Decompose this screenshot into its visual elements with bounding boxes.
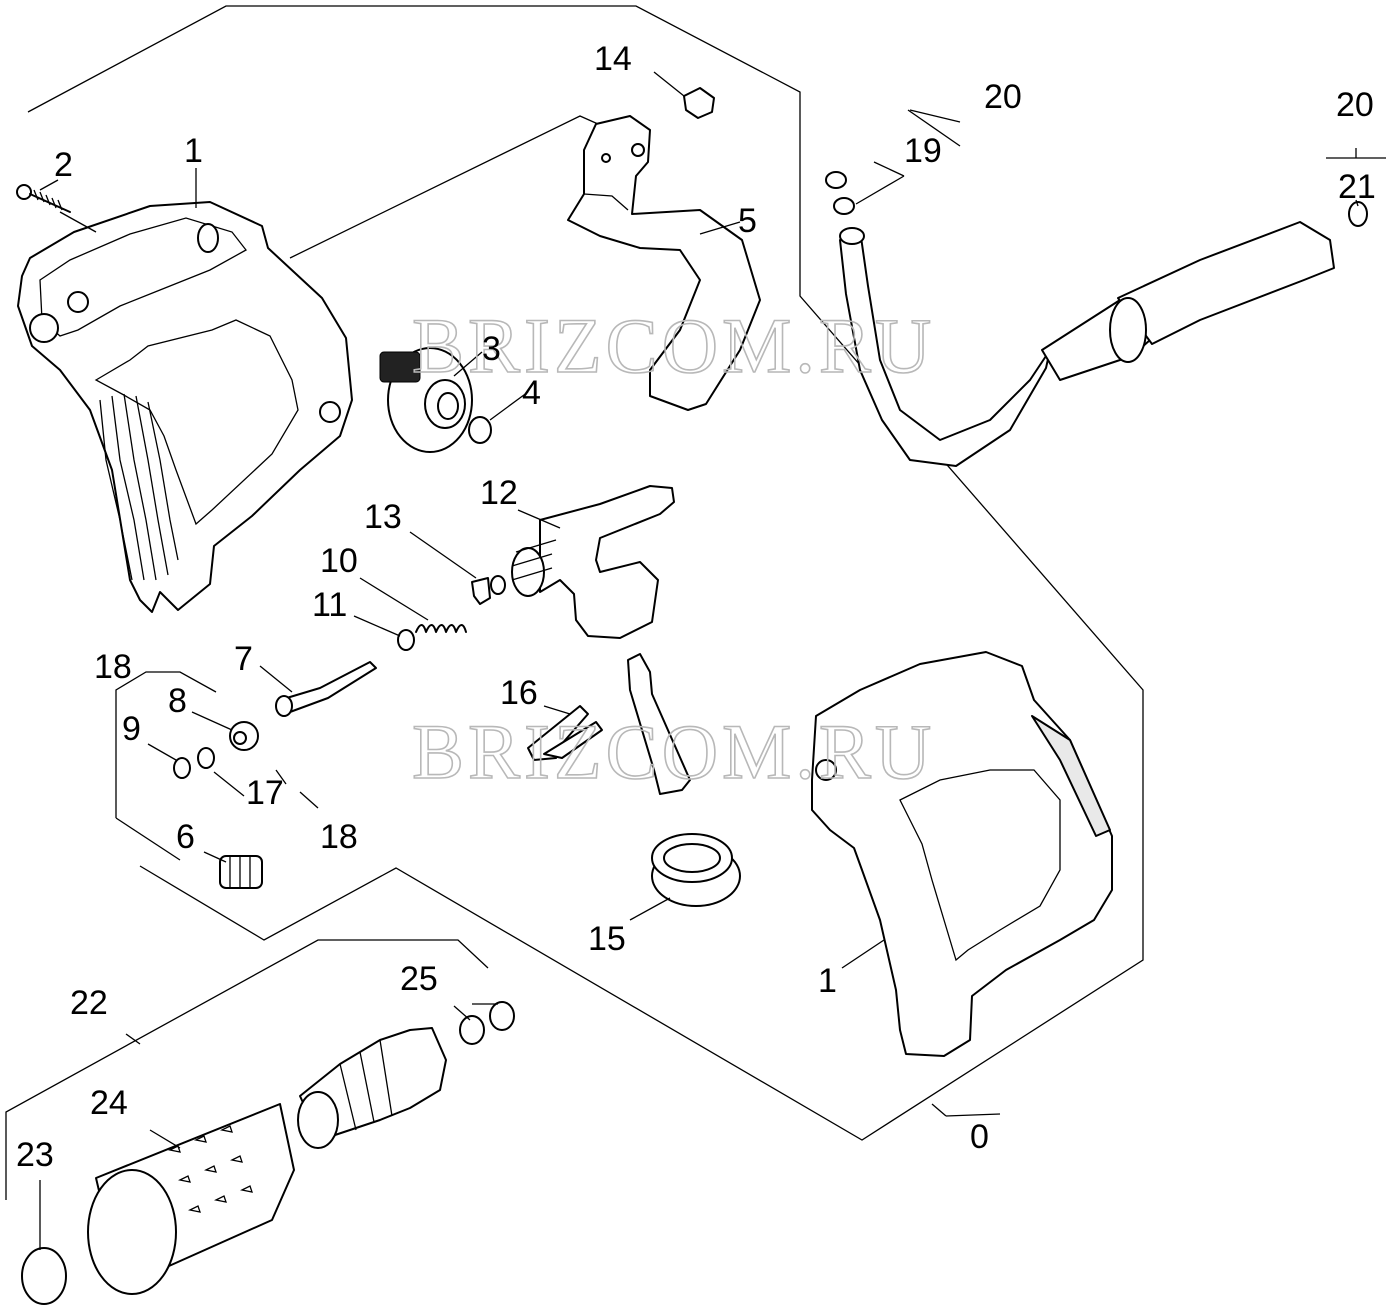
part-23-circlip bbox=[21, 1247, 67, 1305]
label-part-15: 15 bbox=[588, 920, 626, 958]
label-part-14: 14 bbox=[594, 40, 632, 78]
label-part-1: 1 bbox=[184, 132, 203, 170]
part-6-nipple bbox=[219, 855, 263, 889]
part-4-o-ring bbox=[468, 416, 492, 444]
part-5-trigger bbox=[567, 115, 761, 411]
label-part-17: 17 bbox=[246, 774, 284, 812]
label-part-10: 10 bbox=[320, 542, 358, 580]
part-9-ring bbox=[173, 757, 191, 779]
label-part-11: 11 bbox=[312, 586, 347, 624]
label-part-4: 4 bbox=[522, 374, 541, 412]
part-13-clip bbox=[471, 577, 491, 605]
part-19-o-ring bbox=[825, 171, 855, 215]
part-3-gear bbox=[379, 347, 473, 453]
label-part-3: 3 bbox=[482, 330, 501, 368]
label-part-6: 6 bbox=[176, 818, 195, 856]
assembly-frame-18 bbox=[115, 671, 217, 861]
part-8-seal bbox=[229, 721, 259, 751]
part-12-valve-body bbox=[490, 485, 675, 639]
part-17-ring bbox=[197, 747, 215, 769]
label-part-20: 20 bbox=[984, 78, 1022, 116]
label-part-13: 13 bbox=[364, 498, 402, 536]
part-7-valve-stem bbox=[275, 661, 377, 717]
label-part-18-lower: 18 bbox=[320, 818, 358, 856]
label-part-0: 0 bbox=[970, 1118, 989, 1156]
label-part-1-complete: 1 bbox=[818, 962, 837, 1000]
label-part-19: 19 bbox=[904, 132, 942, 170]
label-part-21: 21 bbox=[1338, 168, 1376, 206]
label-part-8: 8 bbox=[168, 682, 187, 720]
assembly-frame-handle bbox=[289, 115, 599, 259]
part-11-washer bbox=[397, 629, 415, 651]
part-21-o-ring bbox=[1348, 201, 1368, 227]
part-24-filter bbox=[87, 1103, 295, 1295]
label-part-7: 7 bbox=[234, 640, 253, 678]
watermark-middle: BRIZCOM.RU bbox=[412, 708, 935, 795]
label-part-23: 23 bbox=[16, 1136, 54, 1174]
leader-lines bbox=[39, 71, 1386, 1250]
part-1-handle-half bbox=[17, 201, 353, 613]
part-15-sleeve bbox=[627, 653, 741, 907]
label-part-9: 9 bbox=[122, 710, 141, 748]
part-16-clip bbox=[527, 705, 603, 761]
label-part-16: 16 bbox=[500, 674, 538, 712]
label-part-12: 12 bbox=[480, 474, 518, 512]
part-number-labels: 0 1 1 2 3 4 5 6 7 8 9 10 11 12 13 14 15 … bbox=[16, 40, 1376, 1174]
label-part-5: 5 bbox=[738, 202, 757, 240]
watermark-top: BRIZCOM.RU bbox=[412, 302, 935, 389]
label-part-22: 22 bbox=[70, 984, 108, 1022]
label-part-20-right: 20 bbox=[1336, 86, 1374, 124]
part-1-handle-complete bbox=[811, 651, 1113, 1057]
label-part-25: 25 bbox=[400, 960, 438, 998]
assembly-frame-22 bbox=[5, 939, 489, 1200]
label-part-24: 24 bbox=[90, 1084, 128, 1122]
part-14-pin bbox=[683, 87, 715, 119]
part-20-hose bbox=[839, 221, 1335, 467]
part-10-spring bbox=[415, 624, 467, 633]
label-part-18: 18 bbox=[94, 648, 132, 686]
part-25-seal-pair bbox=[459, 1001, 515, 1045]
assembly-frame-0 bbox=[27, 5, 1144, 1141]
part-22-nozzle-adapter bbox=[297, 1027, 447, 1149]
label-part-2: 2 bbox=[54, 146, 73, 184]
part-2-screw bbox=[16, 184, 71, 213]
